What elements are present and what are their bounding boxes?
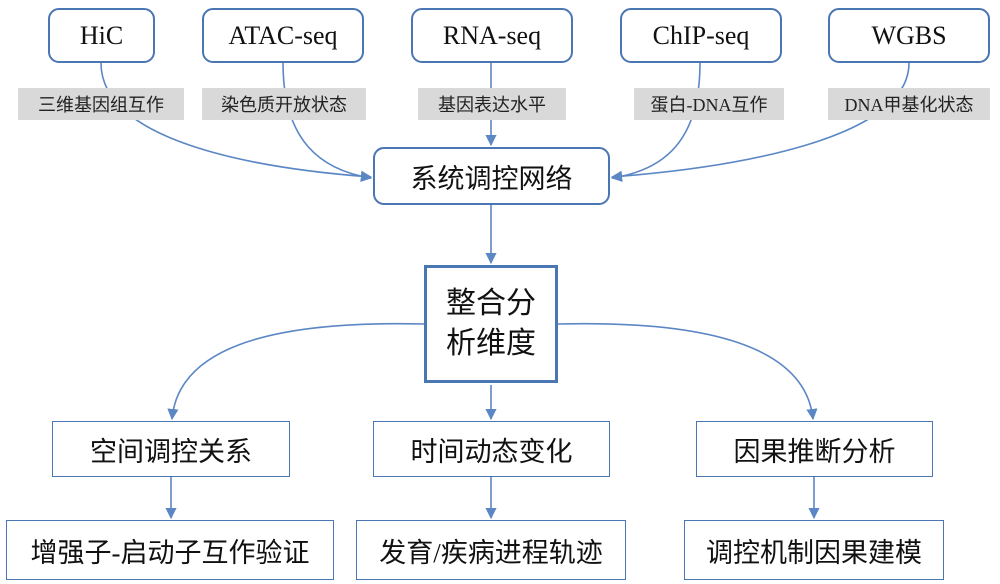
outcome-node-temporal: 发育/疾病进程轨迹	[356, 520, 626, 580]
arrow-integration-to-spatial	[167, 322, 425, 421]
integration-label: 整合分析维度	[446, 286, 536, 361]
source-label-atac-seq: 染色质开放状态	[202, 88, 366, 120]
source-label-rna-seq: 基因表达水平	[418, 88, 566, 120]
arrow-integration-to-causal	[557, 322, 818, 421]
outcome-node-causal: 调控机制因果建模	[684, 520, 944, 580]
integration-node: 整合分析维度	[424, 265, 558, 383]
source-node-hic: HiC	[48, 8, 155, 63]
arrow-chip-to-network	[610, 62, 701, 183]
dimension-node-spatial: 空间调控关系	[52, 421, 290, 477]
dimension-node-causal: 因果推断分析	[696, 421, 933, 477]
source-node-atac-seq: ATAC-seq	[202, 8, 364, 63]
dimension-node-temporal: 时间动态变化	[373, 421, 610, 477]
arrow-atac-to-network	[282, 62, 373, 182]
arrow-wgbs-to-network	[610, 62, 910, 182]
source-node-chip-seq: ChIP-seq	[620, 8, 782, 63]
outcome-node-spatial: 增强子-启动子互作验证	[6, 520, 334, 580]
arrow-hic-to-network	[100, 62, 373, 182]
source-label-wgbs: DNA甲基化状态	[828, 88, 990, 120]
source-label-hic: 三维基因组互作	[18, 88, 184, 120]
source-label-chip-seq: 蛋白-DNA互作	[634, 88, 784, 120]
network-node: 系统调控网络	[373, 147, 610, 205]
source-node-rna-seq: RNA-seq	[411, 8, 573, 63]
source-node-wgbs: WGBS	[828, 8, 990, 63]
